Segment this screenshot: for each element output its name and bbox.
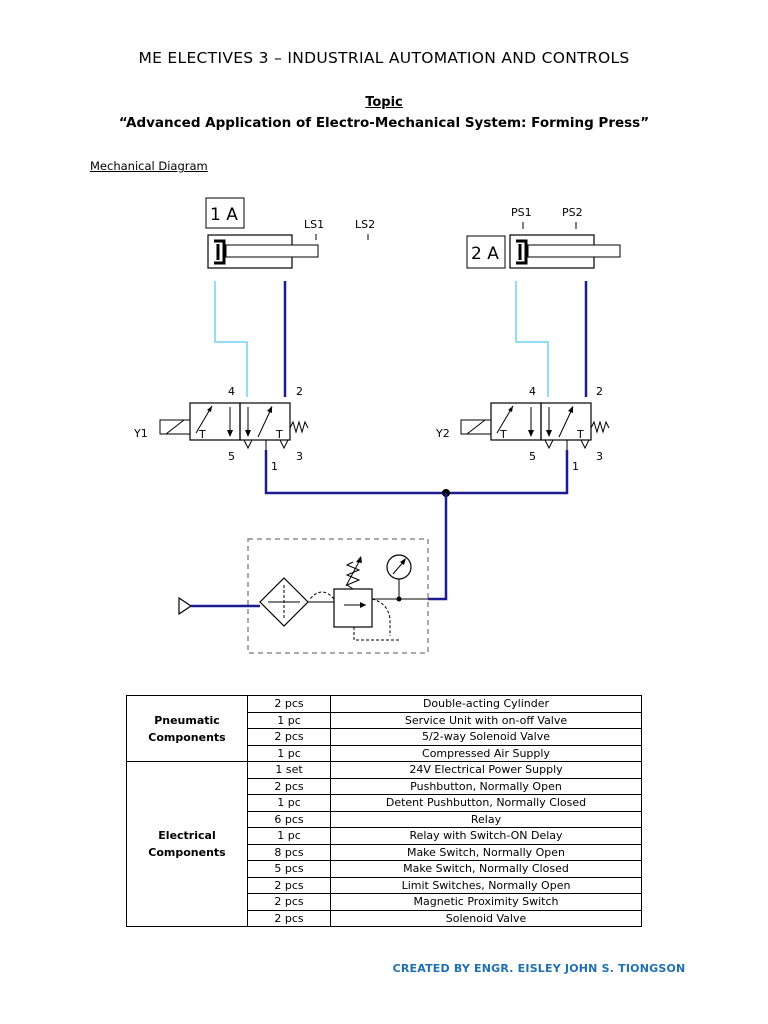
table-row: Electrical Components 1 set 24V Electric… [126,761,642,927]
qty-cell: 2 pcs [247,909,331,927]
cylinder-1a: 1 A LS1 LS2 [205,197,375,269]
table-row: 2 pcs Solenoid Valve [127,909,642,927]
valve-y2-box-right [540,402,592,441]
item-cell: 5/2-way Solenoid Valve [330,728,642,746]
qty-cell: 2 pcs [247,777,331,795]
valve-y1-port-3: 3 [296,450,303,463]
topic-subtitle: “Advanced Application of Electro-Mechani… [118,115,650,131]
item-cell: Pushbutton, Normally Open [330,777,642,795]
table-row: 2 pcs Magnetic Proximity Switch [127,893,642,911]
cylinder-1a-exhaust-line [214,281,248,397]
ps1-label: PS1 [511,206,532,219]
ls2-label: LS2 [355,218,375,231]
valve-y1-port-2: 2 [296,385,303,398]
y1-label: Y1 [133,427,148,440]
qty-cell: 5 pcs [247,860,331,878]
cylinder-1a-piston [214,239,226,265]
cylinder-2a-rod [527,244,621,258]
qty-cell: 1 pc [247,711,331,729]
table-row: 2 pcs 5/2-way Solenoid Valve [127,728,642,746]
author-credit: CREATED BY ENGR. EISLEY JOHN S. TIONGSON [392,962,686,975]
valve-y2: T T Y2 4 2 5 1 3 [435,385,610,473]
valve-y2-port-5: 5 [529,450,536,463]
supply-riser-line [428,493,448,601]
qty-cell: 2 pcs [247,695,331,713]
filter-icon [259,577,309,627]
table-row: 1 pc Service Unit with on-off Valve [127,711,642,729]
cylinder-2a: 2 A PS1 PS2 [466,206,621,269]
cylinder-1a-label-box [205,197,245,229]
qty-cell: 2 pcs [247,876,331,894]
valve-y2-box-left [490,402,542,441]
table-row: 5 pcs Make Switch, Normally Closed [127,860,642,878]
table-row: 2 pcs Pushbutton, Normally Open [127,777,642,795]
cylinder-2a-piston [516,239,528,265]
svg-text:T: T [576,428,584,441]
qty-cell: 2 pcs [247,728,331,746]
svg-text:T: T [275,428,283,441]
qty-cell: 1 pc [247,794,331,812]
qty-cell: 1 pc [247,744,331,762]
cylinder-1a-label: 1 A [210,205,238,225]
valve-y1-spring [289,420,309,434]
ps2-label: PS2 [562,206,583,219]
valve-y1-port-4: 4 [228,385,235,398]
cylinder-2a-label: 2 A [471,244,499,264]
item-cell: Service Unit with on-off Valve [330,711,642,729]
valve-y1-port-5: 5 [228,450,235,463]
supply-manifold-line [264,450,569,495]
valve-y2-port-2: 2 [596,385,603,398]
item-cell: 24V Electrical Power Supply [330,761,642,779]
qty-cell: 1 set [247,761,331,779]
table-row: Pneumatic Components 2 pcs Double-acting… [126,695,642,762]
air-supply-icon [178,596,193,616]
valve-y1: T T Y1 4 2 5 1 3 [133,385,309,473]
qty-cell: 2 pcs [247,893,331,911]
valve-y1-port-1: 1 [271,460,278,473]
svg-text:T: T [499,428,507,441]
item-cell: Solenoid Valve [330,909,642,927]
pneumatic-diagram: 1 A LS1 LS2 T T Y1 4 2 5 1 3 [133,197,621,654]
valve-y1-box-right [239,402,291,441]
pneumatic-group-label: Pneumatic Components [126,695,248,762]
qty-cell: 6 pcs [247,810,331,828]
cylinder-1a-rod [225,244,319,258]
table-row: 1 pc Detent Pushbutton, Normally Closed [127,794,642,812]
valve-y2-spring [590,420,610,434]
item-cell: Relay with Switch-ON Delay [330,827,642,845]
table-row: 2 pcs Limit Switches, Normally Open [127,876,642,894]
components-table: Pneumatic Components 2 pcs Double-acting… [126,695,642,927]
item-cell: Compressed Air Supply [330,744,642,762]
topic-heading: Topic [365,95,403,110]
valve-y1-solenoid [159,419,191,435]
item-cell: Make Switch, Normally Open [330,843,642,861]
document-title: ME ELECTIVES 3 – INDUSTRIAL AUTOMATION A… [138,49,630,67]
item-cell: Limit Switches, Normally Open [330,876,642,894]
qty-cell: 8 pcs [247,843,331,861]
table-row: 6 pcs Relay [127,810,642,828]
item-cell: Detent Pushbutton, Normally Closed [330,794,642,812]
valve-y2-port-3: 3 [596,450,603,463]
regulator-icon [333,588,373,628]
table-row: 1 pc Relay with Switch-ON Delay [127,827,642,845]
cylinder-2a-exhaust-line [515,281,549,397]
item-cell: Double-acting Cylinder [330,695,642,713]
electrical-group-label: Electrical Components [126,761,248,927]
valve-y2-port-4: 4 [529,385,536,398]
valve-y2-solenoid [460,419,492,435]
service-unit-boundary [247,538,429,654]
svg-text:T: T [198,428,206,441]
service-unit [247,538,429,654]
qty-cell: 1 pc [247,827,331,845]
valve-y1-box-left [189,402,241,441]
y2-label: Y2 [435,427,450,440]
ls1-label: LS1 [304,218,324,231]
valve-y2-port-1: 1 [572,460,579,473]
item-cell: Make Switch, Normally Closed [330,860,642,878]
mechanical-diagram-heading: Mechanical Diagram [90,159,208,173]
item-cell: Relay [330,810,642,828]
cylinder-2a-label-box [466,235,506,269]
item-cell: Magnetic Proximity Switch [330,893,642,911]
